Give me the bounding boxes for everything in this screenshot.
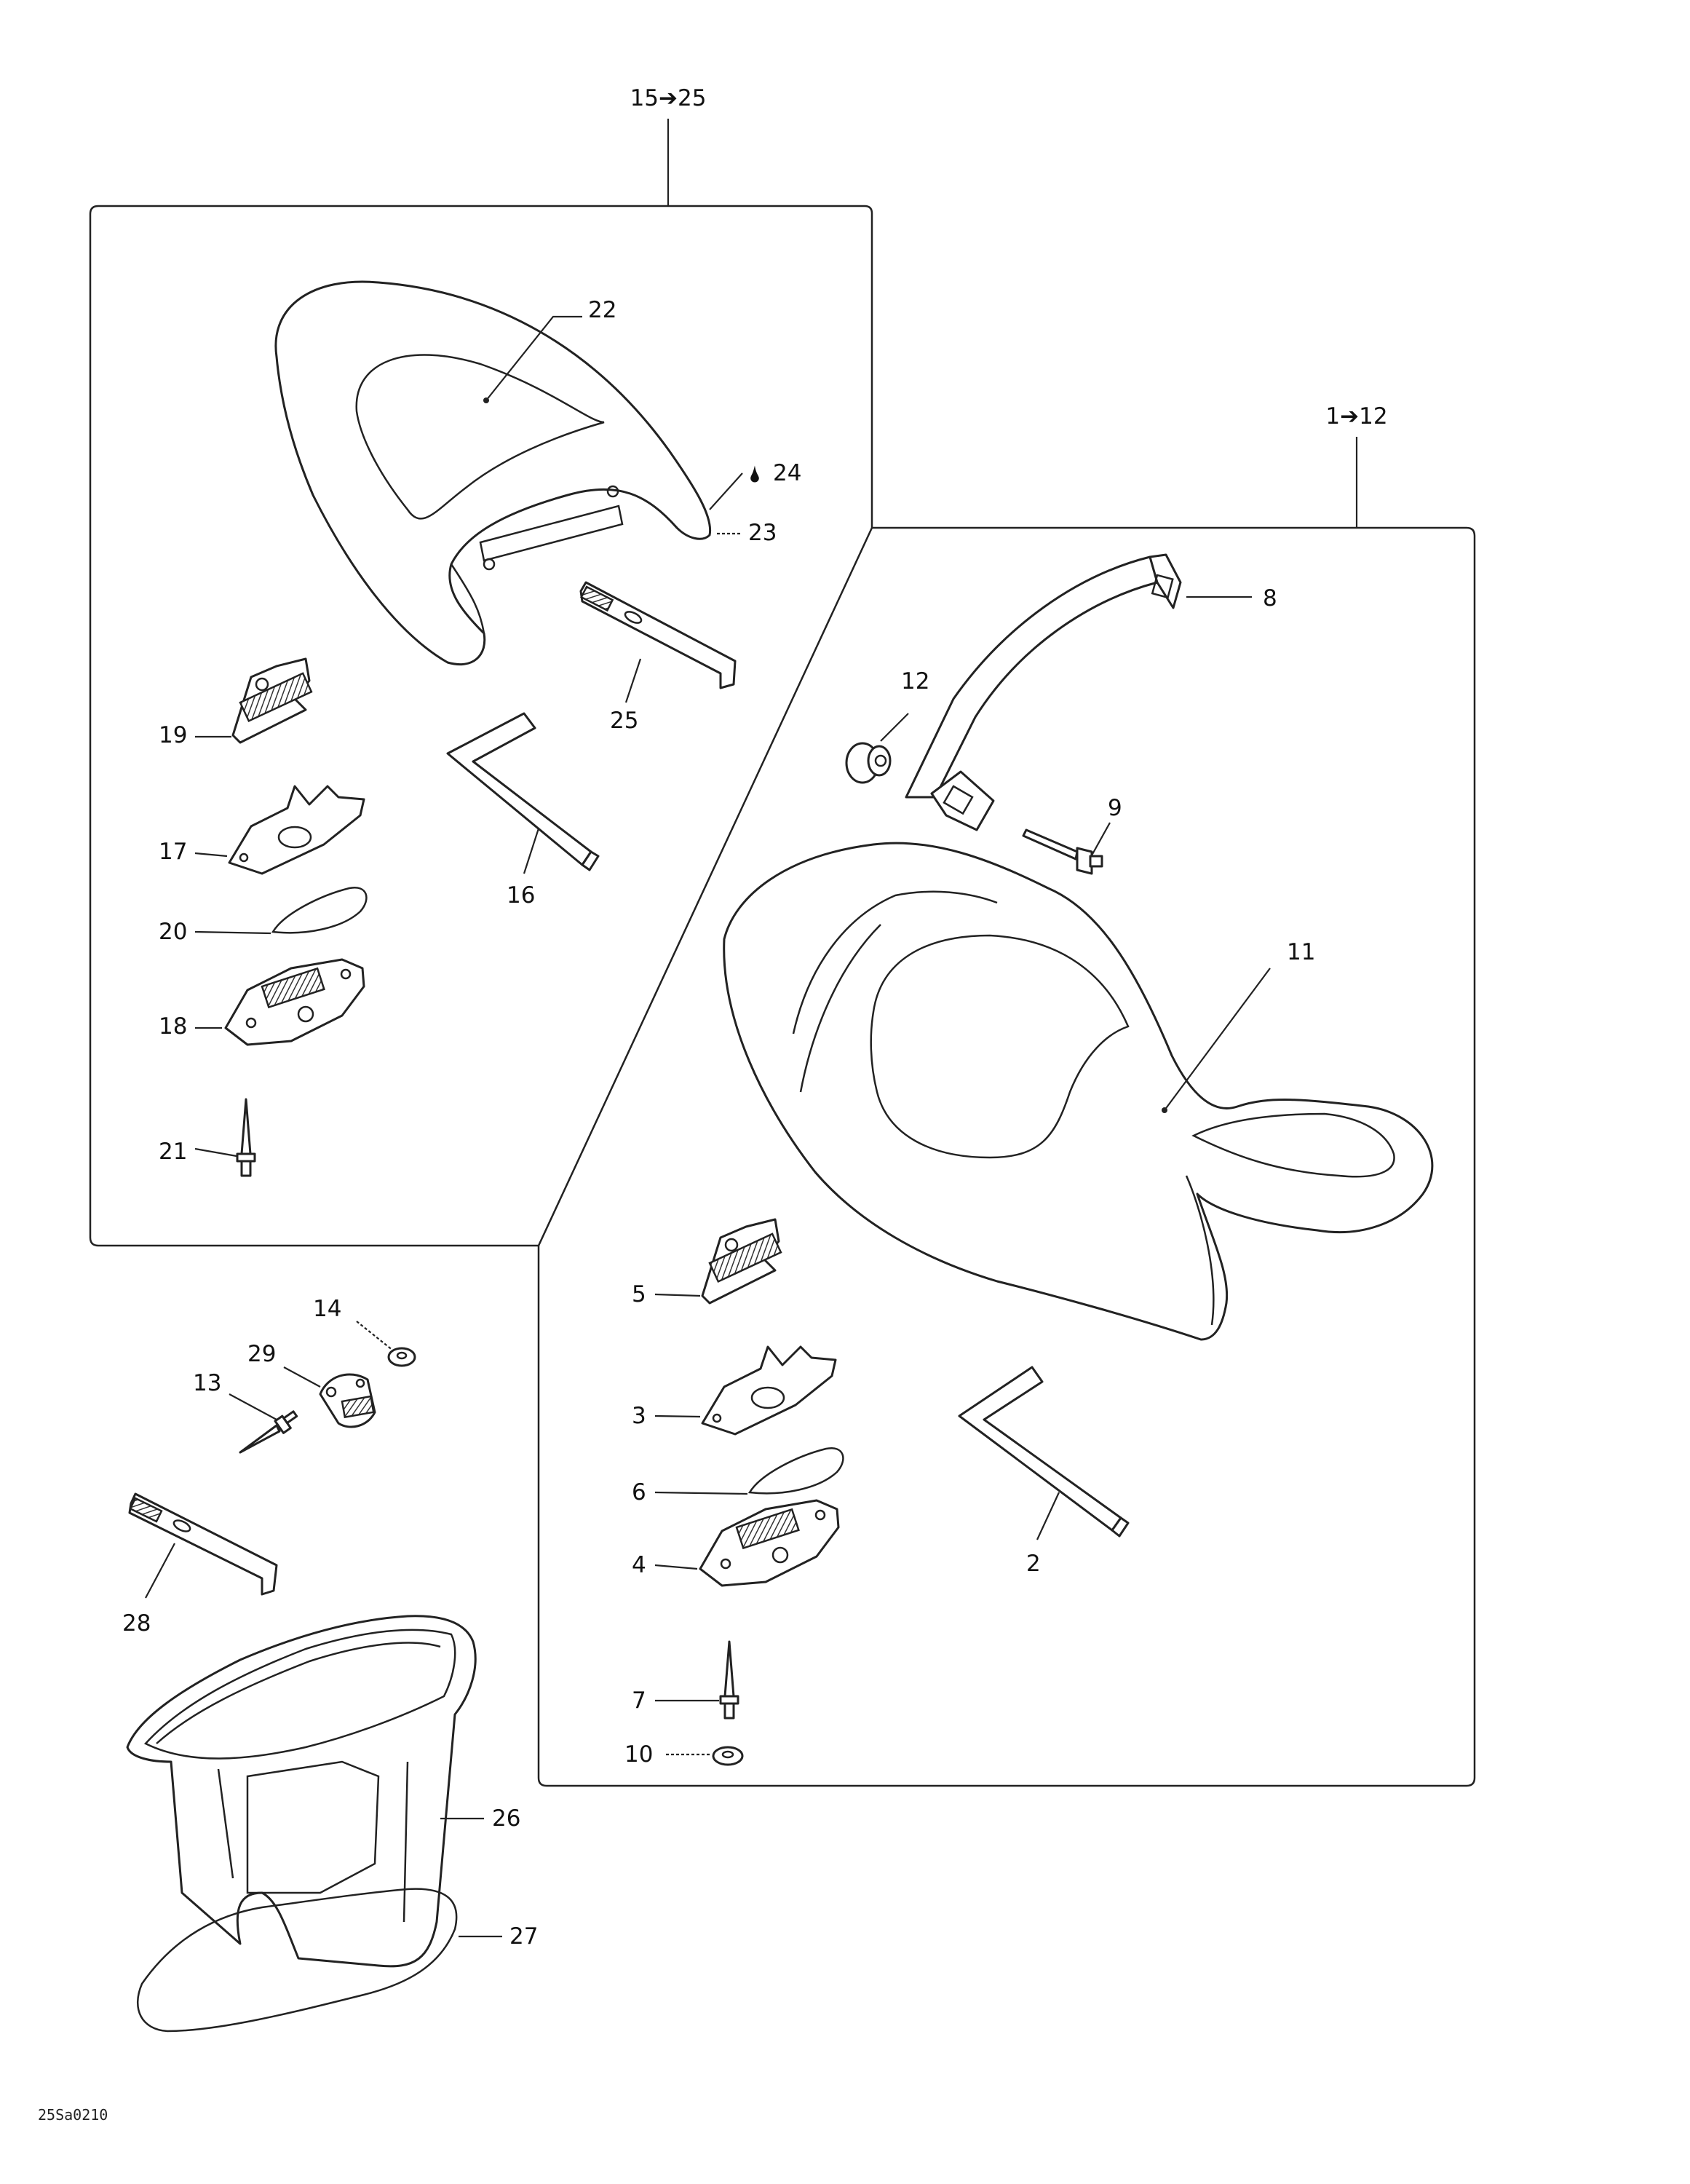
callout-22: 22 [588, 297, 616, 323]
bin-gasket [136, 1888, 458, 2033]
callout-13: 13 [193, 1370, 221, 1396]
bin-rivet [239, 1410, 298, 1454]
front-seat-l-bar [958, 1366, 1130, 1538]
front-seat-group-frame [537, 526, 1476, 1787]
callout-25: 25 [610, 708, 638, 734]
callout-29: 29 [247, 1341, 276, 1367]
rear-seat-group-frame [89, 205, 873, 1247]
callout-26: 26 [492, 1805, 520, 1832]
bin-strap [128, 1492, 278, 1596]
callout-14: 14 [313, 1296, 341, 1322]
front-seat-group-label: 1➔12 [1325, 403, 1387, 430]
callout-18: 18 [159, 1013, 187, 1040]
rear-seat-group-label: 15➔25 [630, 85, 707, 111]
drop-icon: 🌢 [748, 462, 762, 488]
front-rivet [719, 1640, 739, 1720]
callout-12: 12 [901, 668, 929, 695]
bin-bracket [319, 1373, 376, 1428]
grab-handle [905, 553, 1182, 831]
bin-washer [387, 1347, 416, 1367]
front-latch-bracket [701, 1345, 837, 1436]
front-latch-base [699, 1499, 840, 1587]
rear-latch-base [224, 958, 365, 1046]
callout-7: 7 [632, 1688, 646, 1714]
callout-23: 23 [748, 520, 777, 546]
callout-19: 19 [159, 722, 187, 748]
callout-5: 5 [632, 1281, 646, 1307]
rear-latch [231, 657, 313, 744]
callout-6: 6 [632, 1479, 646, 1506]
rear-latch-bracket [228, 785, 365, 875]
callout-10: 10 [624, 1741, 653, 1768]
callout-28: 28 [122, 1610, 151, 1637]
callout-17: 17 [159, 839, 187, 865]
front-latch [701, 1218, 782, 1305]
rear-seat-strap [579, 581, 737, 689]
callout-2: 2 [1026, 1551, 1041, 1577]
storage-bin [126, 1615, 477, 1968]
grommet [845, 742, 892, 784]
rear-seat-cushion [274, 280, 712, 666]
rear-latch-gasket [271, 886, 368, 934]
handle-bolt [1022, 828, 1103, 875]
callout-16: 16 [507, 882, 535, 909]
front-seat-cushion [723, 842, 1434, 1341]
front-latch-gasket [747, 1447, 844, 1495]
rear-seat-l-bar [446, 712, 600, 871]
callout-20: 20 [159, 919, 187, 945]
callout-27: 27 [509, 1923, 538, 1950]
callout-11: 11 [1287, 939, 1315, 965]
callout-3: 3 [632, 1403, 646, 1429]
callout-9: 9 [1108, 795, 1122, 821]
drawing-code: 25Sa0210 [38, 2106, 108, 2124]
rear-rivet [236, 1098, 256, 1177]
front-washer [712, 1746, 744, 1766]
callout-8: 8 [1263, 585, 1277, 612]
callout-21: 21 [159, 1139, 187, 1165]
callout-24: 24 [773, 460, 801, 486]
callout-4: 4 [632, 1552, 646, 1578]
